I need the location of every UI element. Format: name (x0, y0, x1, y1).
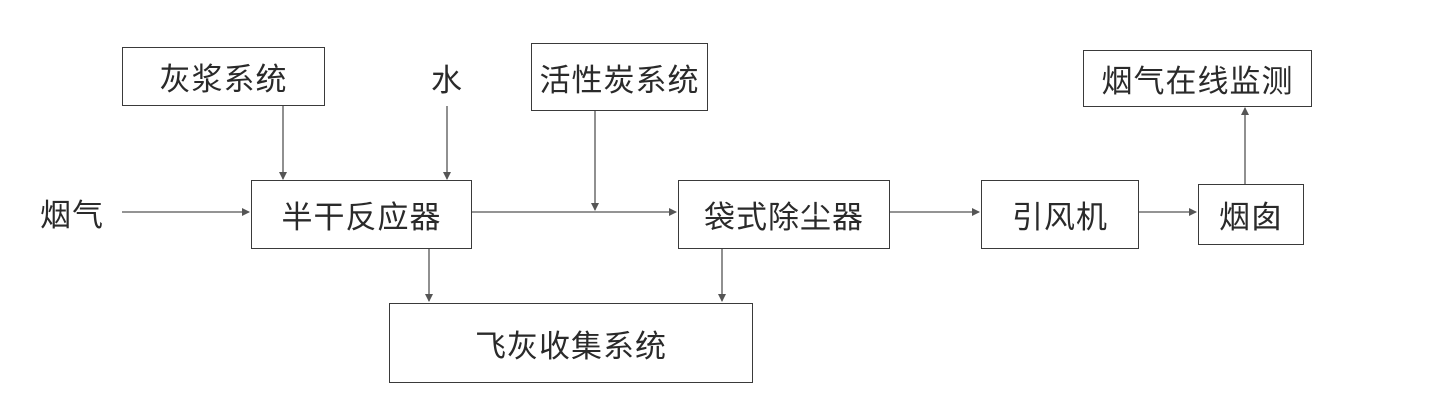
lime-slurry-system-label: 灰浆系统 (159, 62, 288, 98)
fly-ash-collection-box: 飞灰收集系统 (389, 303, 753, 383)
flue-gas-label: 烟气 (40, 197, 104, 234)
induced-draft-fan-box: 引风机 (981, 180, 1139, 249)
chimney-box: 烟囱 (1198, 184, 1304, 245)
flue-gas-input: 烟气 (30, 190, 114, 234)
cems-label: 烟气在线监测 (1101, 64, 1294, 100)
water-label: 水 (431, 62, 463, 99)
bag-filter-label: 袋式除尘器 (704, 200, 864, 236)
semi-dry-reactor-label: 半干反应器 (281, 200, 442, 236)
activated-carbon-system-label: 活性炭系统 (539, 62, 700, 99)
fly-ash-collection-label: 飞灰收集系统 (475, 328, 667, 365)
semi-dry-reactor-box: 半干反应器 (251, 180, 472, 249)
lime-slurry-system-box: 灰浆系统 (122, 47, 325, 106)
water-input: 水 (417, 55, 477, 99)
chimney-label: 烟囱 (1219, 200, 1283, 236)
induced-draft-fan-label: 引风机 (1012, 200, 1108, 236)
activated-carbon-system-box: 活性炭系统 (531, 43, 708, 111)
bag-filter-box: 袋式除尘器 (678, 180, 890, 249)
cems-box: 烟气在线监测 (1083, 50, 1312, 107)
